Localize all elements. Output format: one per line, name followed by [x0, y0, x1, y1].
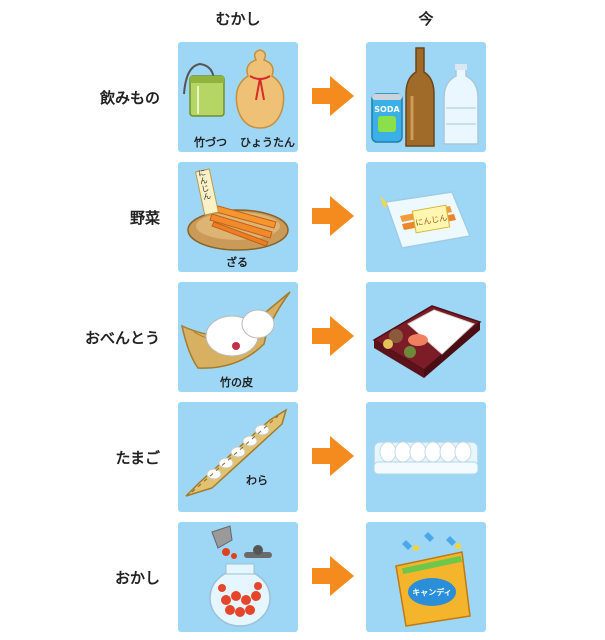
- row-label-snacks: おかし: [114, 568, 160, 587]
- row-label-drinks: 飲みもの: [99, 88, 160, 107]
- tile-old-drinks: 竹づつ ひょうたん: [178, 42, 298, 152]
- tile-new-snacks: キャンディ: [366, 522, 486, 632]
- arrow-right-icon: [312, 196, 354, 236]
- row-lunchbox: おべんとう 竹の皮: [0, 282, 605, 392]
- soda-and-bottles-icon: SODA: [371, 47, 479, 147]
- row-label-eggs: たまご: [115, 448, 160, 467]
- row-vegetables: 野菜 にんじん ざる にんじん: [0, 162, 605, 272]
- arrow-right-icon: [312, 316, 354, 356]
- row-eggs: たまご わら: [0, 402, 605, 512]
- arrow-right-icon: [312, 556, 354, 596]
- tile-old-eggs: わら: [178, 402, 298, 512]
- can-label: SODA: [374, 105, 400, 114]
- candy-bag-icon: キャンディ: [395, 532, 471, 627]
- caption-basket: ざる: [226, 256, 248, 269]
- row-label-lunchbox: おべんとう: [84, 328, 160, 347]
- arrow-right-icon: [312, 436, 354, 476]
- tile-new-vegetables: にんじん: [366, 162, 486, 272]
- bagged-carrots-icon: にんじん: [380, 191, 472, 249]
- header-new: 今: [418, 10, 434, 28]
- caption-bamboo-skin: 竹の皮: [220, 376, 253, 389]
- egg-carton-icon: [373, 441, 479, 475]
- candy-jar-icon: [209, 525, 272, 627]
- bamboo-tube-and-gourd-icon: [183, 49, 285, 129]
- row-snacks: おかし キャンディ: [0, 522, 605, 632]
- caption-bamboo-tube: 竹づつ: [194, 136, 227, 149]
- eggs-in-straw-icon: [185, 408, 288, 497]
- caption-gourd: ひょうたん: [240, 136, 295, 149]
- tile-new-eggs: [366, 402, 486, 512]
- row-drinks: 飲みもの 竹づつ ひょうたん SODA: [0, 42, 605, 152]
- tile-old-vegetables: にんじん ざる: [178, 162, 298, 272]
- rice-ball-in-bamboo-leaf-icon: [180, 291, 291, 369]
- carrots-on-basket-icon: にんじん: [187, 168, 289, 251]
- header-old: むかし: [215, 10, 261, 28]
- tile-new-lunchbox: [366, 282, 486, 392]
- arrow-right-icon: [312, 76, 354, 116]
- caption-straw: わら: [246, 474, 268, 487]
- tile-old-lunchbox: 竹の皮: [178, 282, 298, 392]
- tile-new-drinks: SODA: [366, 42, 486, 152]
- row-label-vegetables: 野菜: [129, 208, 160, 227]
- tile-old-snacks: [178, 522, 298, 632]
- bento-box-icon: [372, 305, 482, 378]
- candy-label: キャンディ: [412, 587, 451, 597]
